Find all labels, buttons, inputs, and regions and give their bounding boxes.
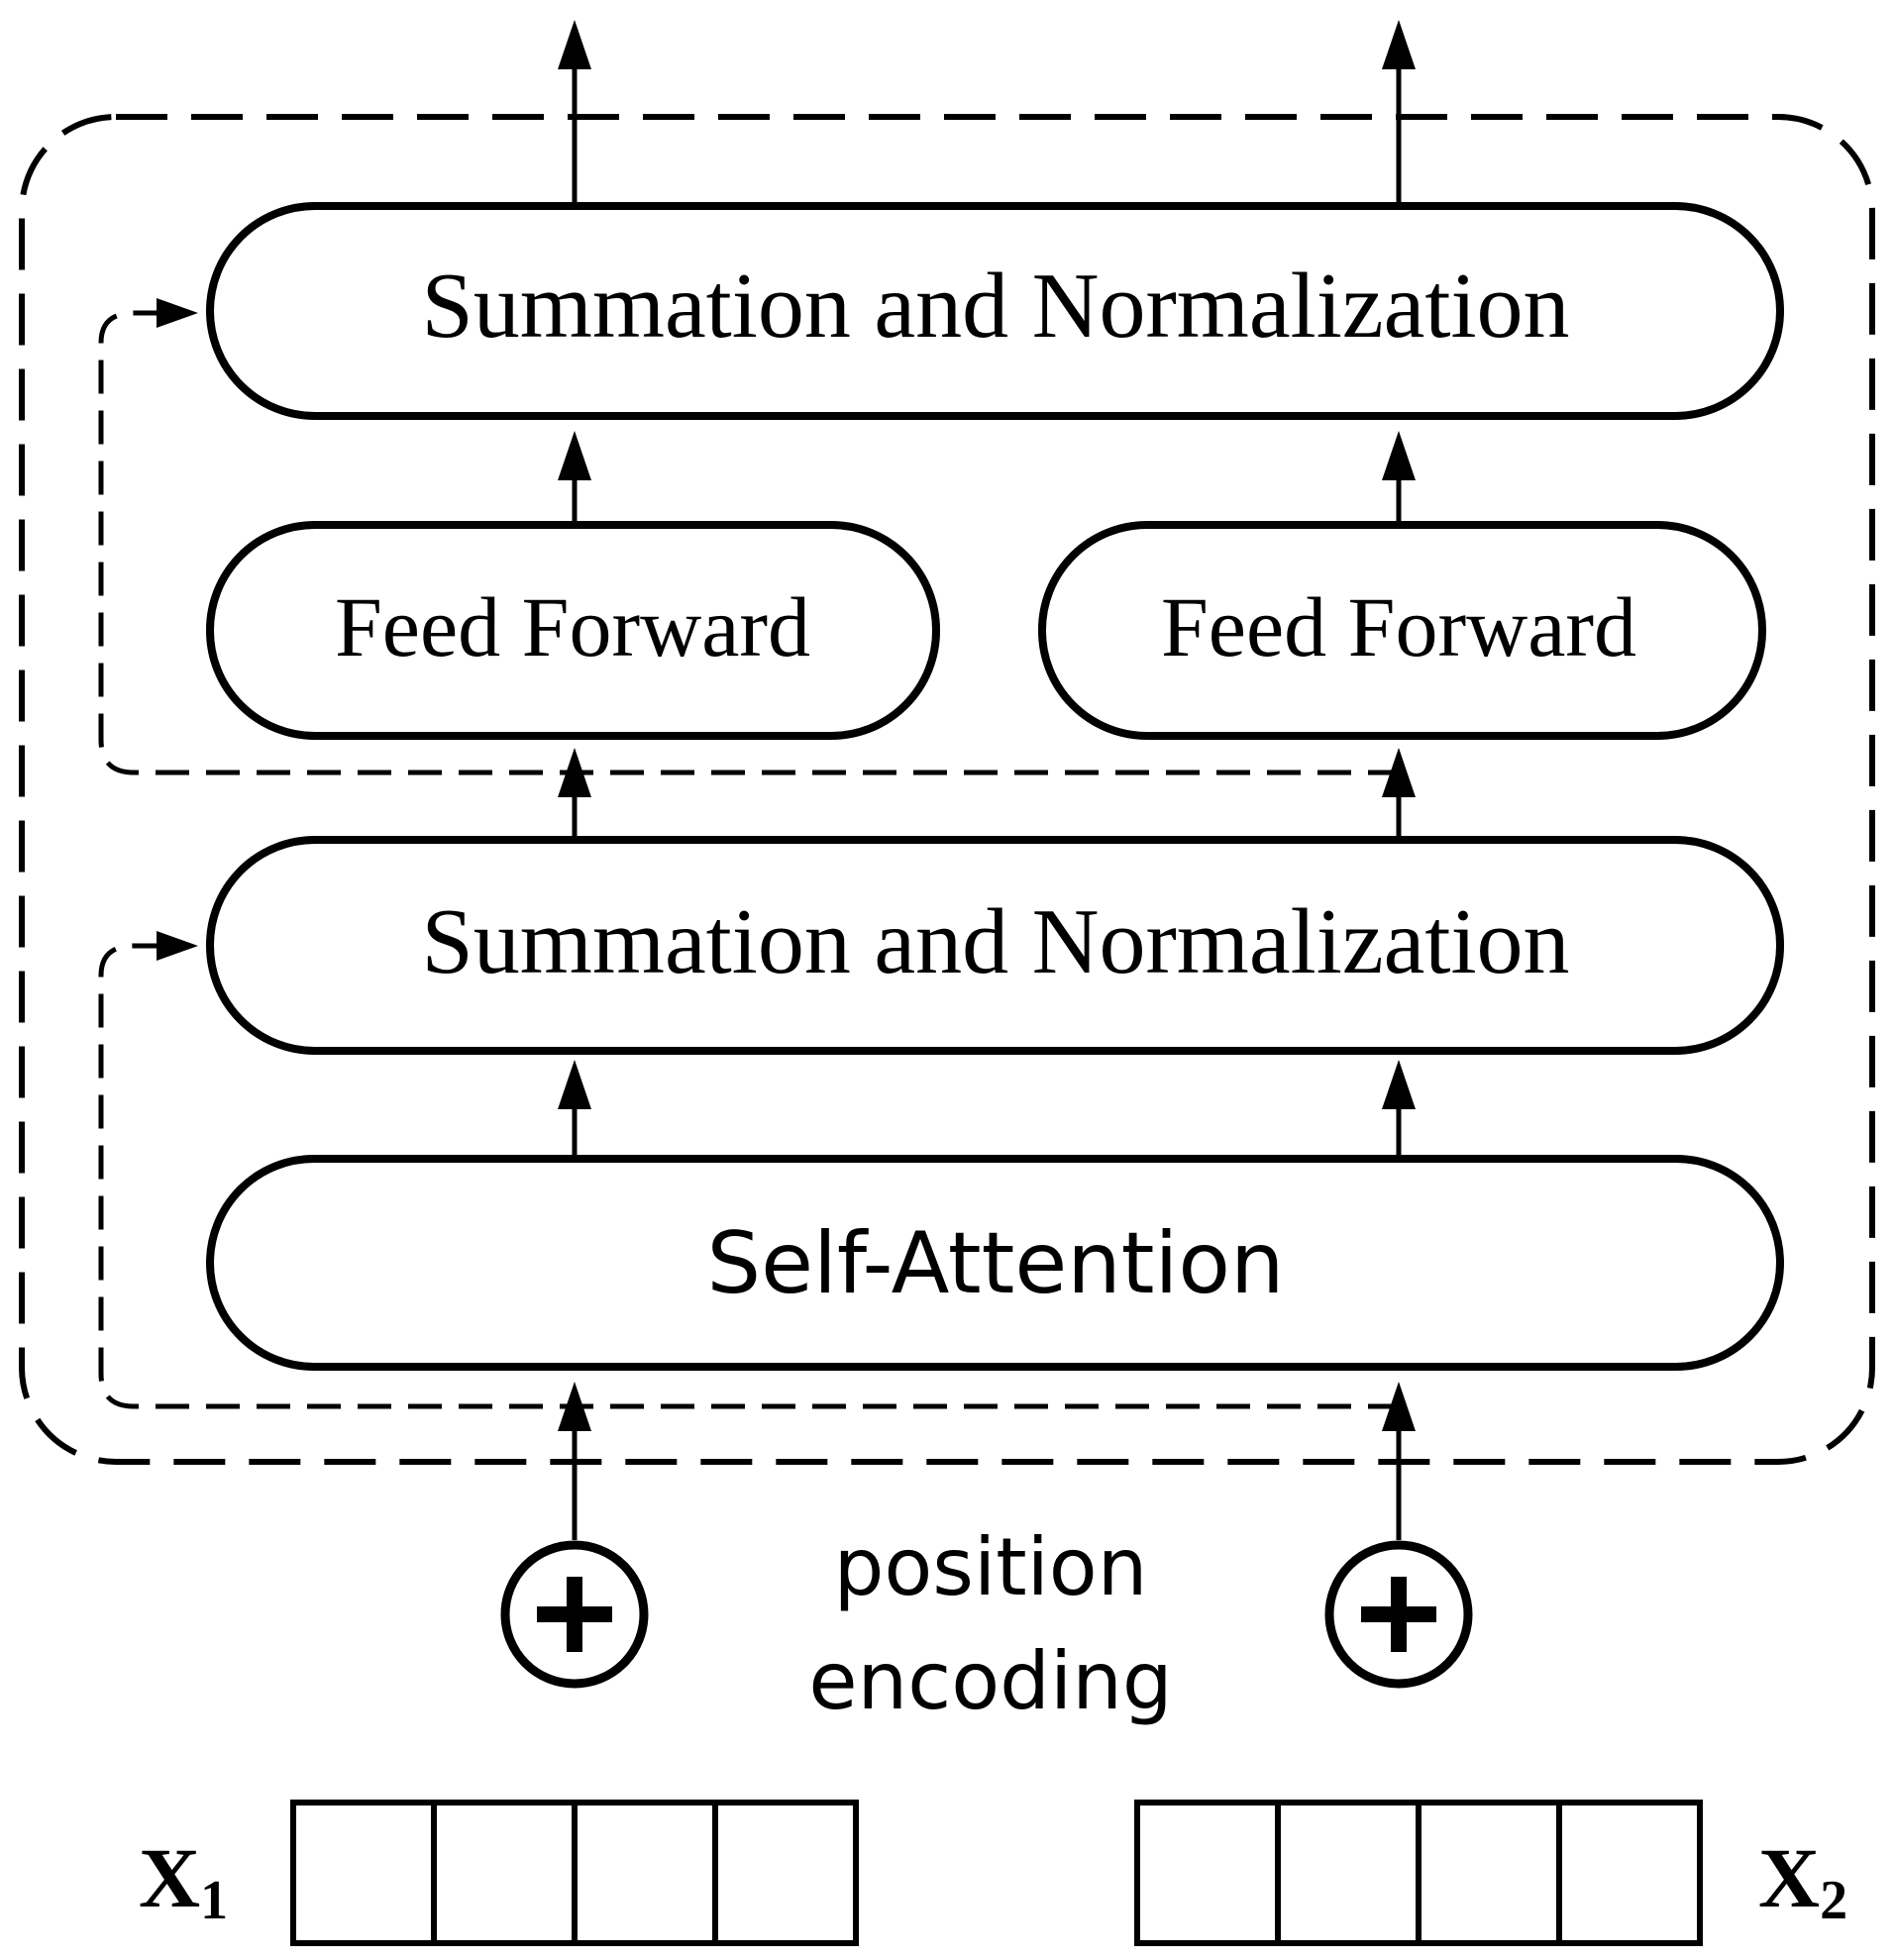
self-attention-label: Self-Attention: [706, 1214, 1284, 1313]
circled-plus-icon-left: [500, 1540, 649, 1689]
residual-connection-upper: [98, 298, 1402, 775]
sum-norm-top-label: Summation and Normalization: [421, 255, 1569, 358]
circled-plus-icon-right: [1324, 1540, 1473, 1689]
sum-norm-bottom-label: Summation and Normalization: [421, 890, 1569, 993]
feed-forward-right-label: Feed Forward: [1161, 579, 1636, 674]
sum-norm-block-bottom: Summation and Normalization: [206, 836, 1784, 1055]
input-x1-label: X1: [139, 1830, 228, 1931]
feed-forward-block-right: Feed Forward: [1038, 521, 1766, 740]
self-attention-block: Self-Attention: [206, 1155, 1784, 1371]
input-vector-x2: X2: [1134, 1800, 1847, 1946]
input-vector-x1: X1: [139, 1800, 859, 1946]
feed-forward-left-label: Feed Forward: [335, 579, 810, 674]
position-encoding-label-line1: position: [834, 1521, 1148, 1613]
arrows-right-column: [1382, 20, 1416, 1540]
encoder-layer-boundary: [19, 114, 1875, 1465]
feed-forward-block-left: Feed Forward: [206, 521, 940, 740]
arrows-left-column: [558, 20, 591, 1540]
residual-connection-lower: [98, 931, 1402, 1409]
input-x2-label: X2: [1758, 1830, 1847, 1931]
sum-norm-block-top: Summation and Normalization: [206, 202, 1784, 420]
position-encoding-label-line2: encoding: [808, 1635, 1172, 1727]
